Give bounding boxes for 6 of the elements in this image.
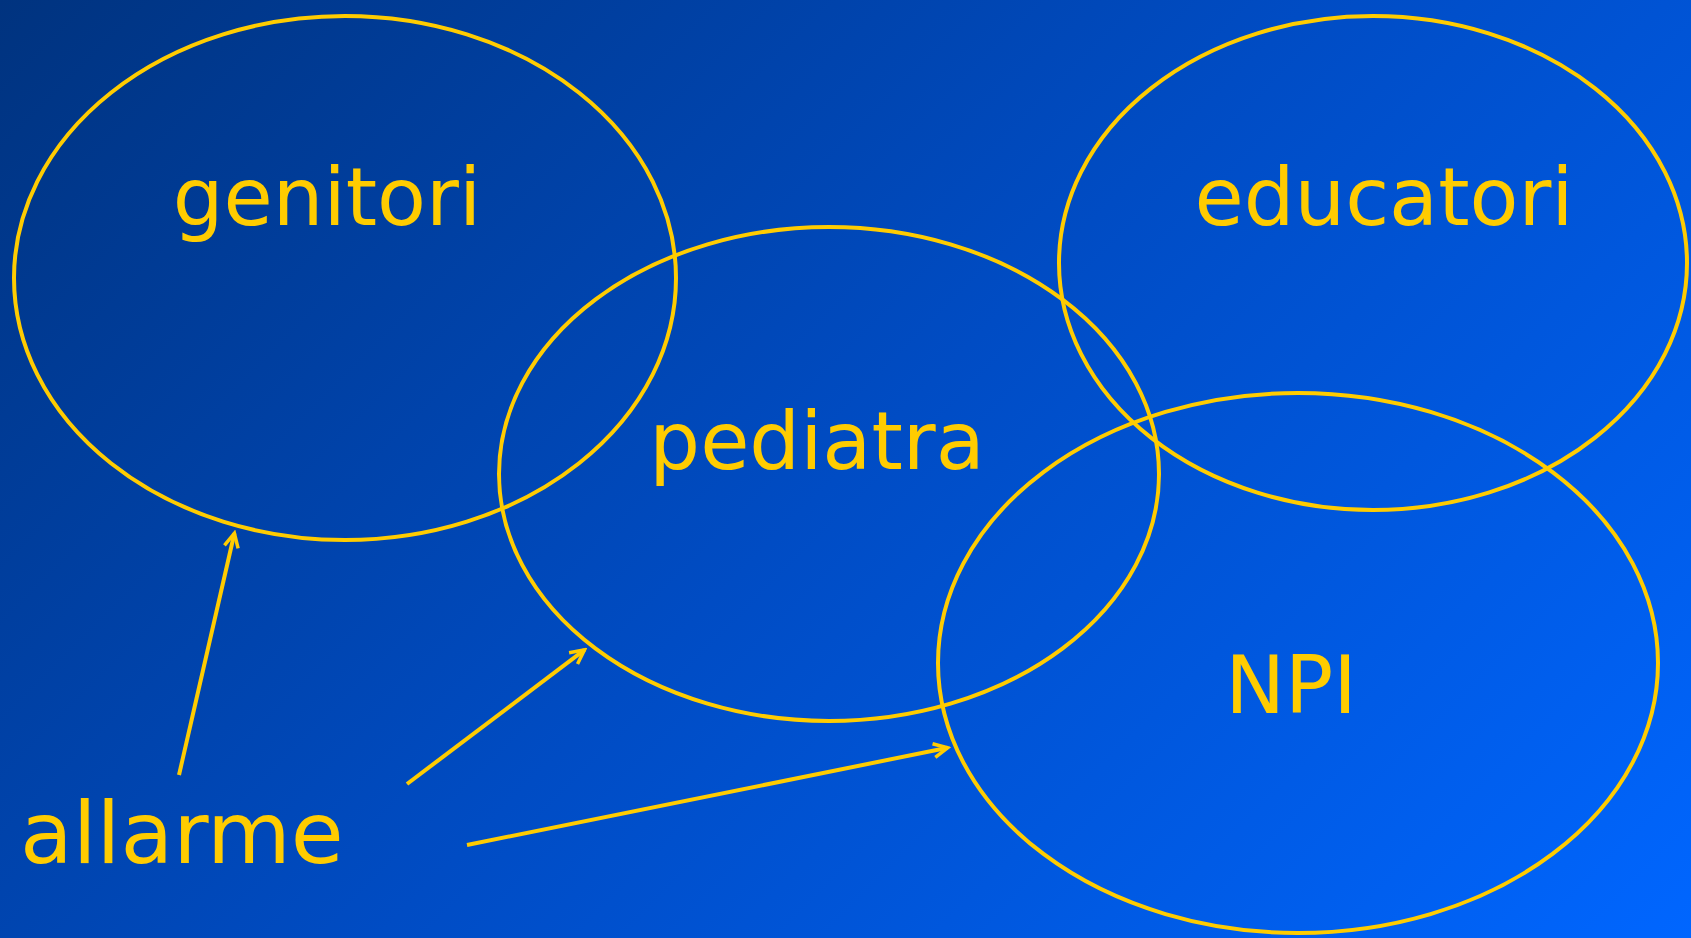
group-label: NPI [1225, 646, 1357, 726]
arrow [177, 531, 240, 776]
alarm-label: allarme [20, 790, 344, 876]
arrow [466, 741, 950, 847]
arrow [405, 648, 587, 786]
group-label: educatori [1194, 158, 1574, 238]
